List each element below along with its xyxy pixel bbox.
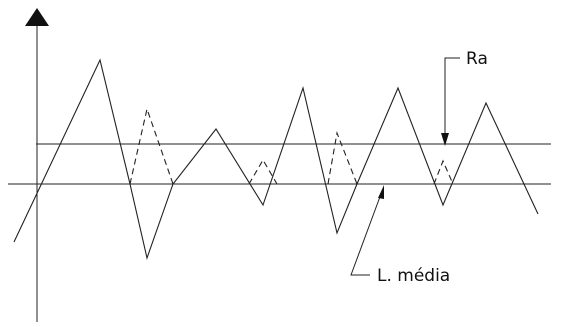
reflected-peak-4 (433, 159, 454, 185)
ra-label: Ra (466, 49, 488, 69)
axis-arrowhead (25, 8, 49, 26)
reflected-peak-3 (327, 130, 358, 185)
mean-line-label: L. média (377, 266, 450, 286)
ra-arrowhead (441, 133, 449, 146)
mean-line-leader (350, 193, 382, 276)
ra-leader-line (444, 57, 460, 134)
reflected-peak-1 (129, 107, 174, 185)
roughness-profile (13, 58, 539, 260)
mean-line-arrowhead (378, 185, 384, 199)
reflected-peak-2 (248, 158, 278, 185)
